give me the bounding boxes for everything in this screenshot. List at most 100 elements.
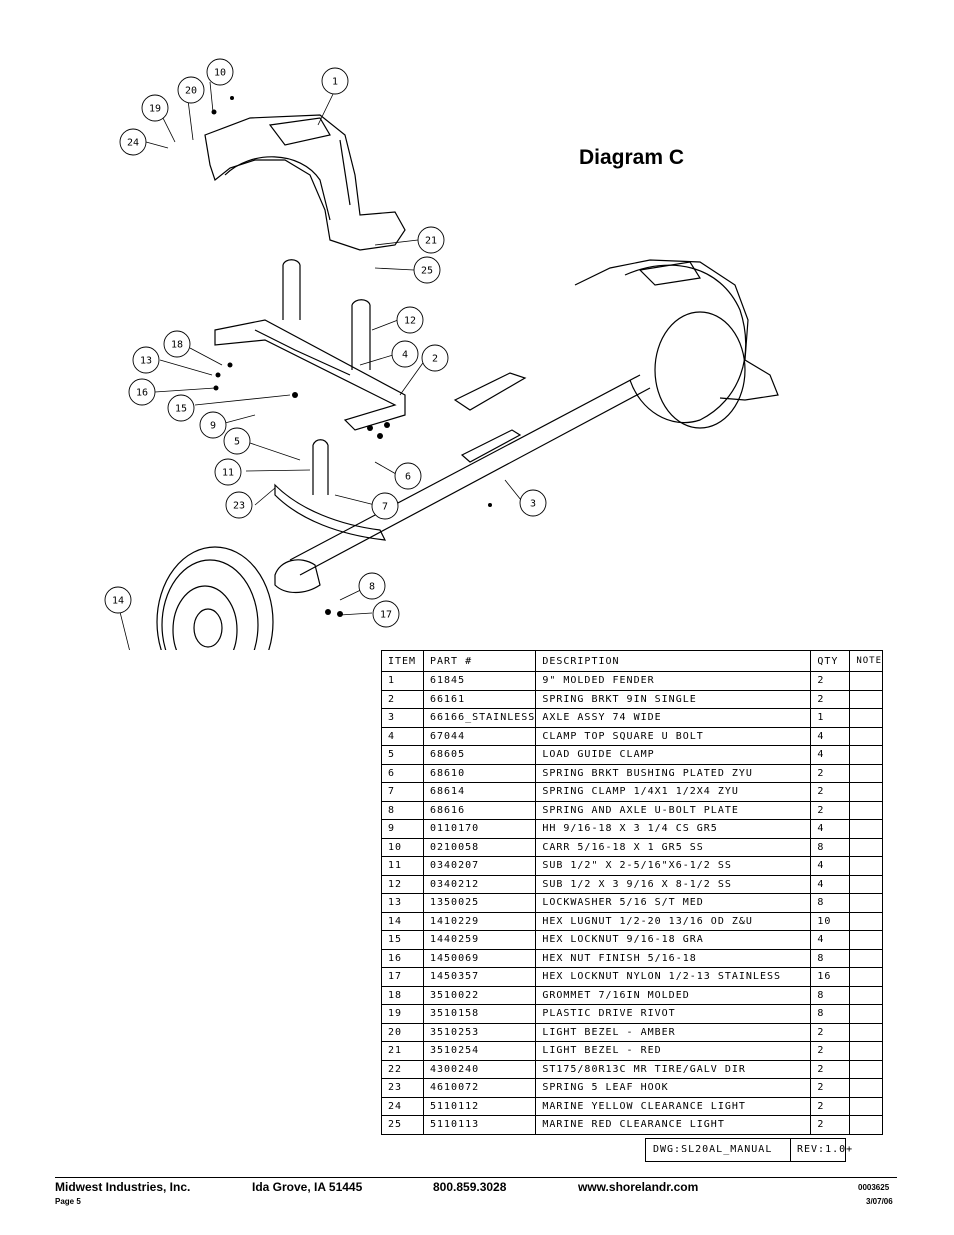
cell-item: 11 <box>381 856 424 876</box>
cell-item: 7 <box>381 782 424 802</box>
cell-qty: 8 <box>810 893 851 913</box>
cell-desc: SPRING BRKT BUSHING PLATED ZYU <box>535 763 812 783</box>
callout-circle <box>417 226 445 254</box>
cell-note <box>849 930 883 950</box>
header-item: ITEM <box>381 650 424 672</box>
cell-item: 8 <box>381 800 424 820</box>
cell-part: 3510022 <box>422 985 537 1005</box>
callout-circle <box>119 128 147 156</box>
cell-desc: GROMMET 7/16IN MOLDED <box>535 985 812 1005</box>
callout-circle <box>358 572 386 600</box>
cell-desc: ST175/80R13C MR TIRE/GALV DIR <box>535 1059 812 1079</box>
cell-item: 5 <box>381 745 424 765</box>
footer-doc-number: 0003625 <box>858 1183 890 1192</box>
drawing-number: DWG:SL20AL_MANUAL <box>653 1144 773 1155</box>
footer-divider <box>55 1177 897 1178</box>
cell-part: 68614 <box>422 782 537 802</box>
cell-part: 3510158 <box>422 1004 537 1024</box>
callout-label: 12 <box>404 316 416 327</box>
cell-desc: SUB 1/2" X 2-5/16"X6-1/2 SS <box>535 856 812 876</box>
cell-note <box>849 985 883 1005</box>
callout-label: 5 <box>234 437 240 448</box>
callout-circle <box>177 76 205 104</box>
cell-desc: CARR 5/16-18 X 1 GR5 SS <box>535 837 812 857</box>
callout-label: 8 <box>369 582 375 593</box>
tire-wheel <box>156 546 274 650</box>
cell-note <box>849 782 883 802</box>
callout-label: 3 <box>530 499 536 510</box>
cell-part: 66166_STAINLESS <box>422 708 537 728</box>
cell-qty: 4 <box>810 874 851 894</box>
cell-part: 61845 <box>422 671 537 691</box>
callout-label: 16 <box>136 388 148 399</box>
fender-part <box>204 114 406 251</box>
header-qty: QTY <box>810 650 851 672</box>
cell-note <box>849 1078 883 1098</box>
cell-part: 0210058 <box>422 837 537 857</box>
cell-qty: 2 <box>810 800 851 820</box>
clamp-plate <box>460 429 522 463</box>
cell-note <box>849 893 883 913</box>
callout-label: 1 <box>332 77 338 88</box>
cell-part: 66161 <box>422 689 537 709</box>
cell-qty: 2 <box>810 1041 851 1061</box>
callout-label: 24 <box>127 138 139 149</box>
cell-desc: PLASTIC DRIVE RIVOT <box>535 1004 812 1024</box>
cell-part: 67044 <box>422 726 537 746</box>
cell-desc: HEX NUT FINISH 5/16-18 <box>535 948 812 968</box>
callout-label: 10 <box>214 68 226 79</box>
header-note: NOTE <box>849 650 883 672</box>
callout-circle <box>519 489 547 517</box>
cell-part: 4610072 <box>422 1078 537 1098</box>
cell-part: 0340207 <box>422 856 537 876</box>
cell-note <box>849 1022 883 1042</box>
cell-qty: 8 <box>810 837 851 857</box>
u-bolt <box>351 299 371 370</box>
cell-note <box>849 708 883 728</box>
cell-qty: 4 <box>810 930 851 950</box>
callout-circle <box>394 462 422 490</box>
cell-qty: 2 <box>810 1115 851 1135</box>
cell-qty: 4 <box>810 726 851 746</box>
callout-circle <box>396 306 424 334</box>
cell-qty: 2 <box>810 763 851 783</box>
cell-desc: HEX LOCKNUT NYLON 1/2-13 STAINLESS <box>535 967 812 987</box>
right-fender-part <box>574 259 779 424</box>
cell-qty: 2 <box>810 782 851 802</box>
table-header-row: ITEM PART # DESCRIPTION QTY NOTE <box>381 650 883 672</box>
cell-item: 25 <box>381 1115 424 1135</box>
callout-circle <box>413 256 441 284</box>
callout-circle <box>199 411 227 439</box>
cell-desc: MARINE RED CLEARANCE LIGHT <box>535 1115 812 1135</box>
cell-part: 5110113 <box>422 1115 537 1135</box>
cell-desc: LIGHT BEZEL - RED <box>535 1041 812 1061</box>
cell-item: 22 <box>381 1059 424 1079</box>
callout-label: 17 <box>380 610 392 621</box>
callout-label: 23 <box>233 501 245 512</box>
cell-qty: 2 <box>810 1078 851 1098</box>
callout-circle <box>214 458 242 486</box>
cell-note <box>849 819 883 839</box>
cell-qty: 2 <box>810 689 851 709</box>
header-description: DESCRIPTION <box>535 650 812 672</box>
cell-item: 12 <box>381 874 424 894</box>
callout-label: 2 <box>432 354 438 365</box>
title-block: DWG:SL20AL_MANUAL REV:1.0+ <box>645 1138 852 1162</box>
u-bolt <box>312 439 329 495</box>
